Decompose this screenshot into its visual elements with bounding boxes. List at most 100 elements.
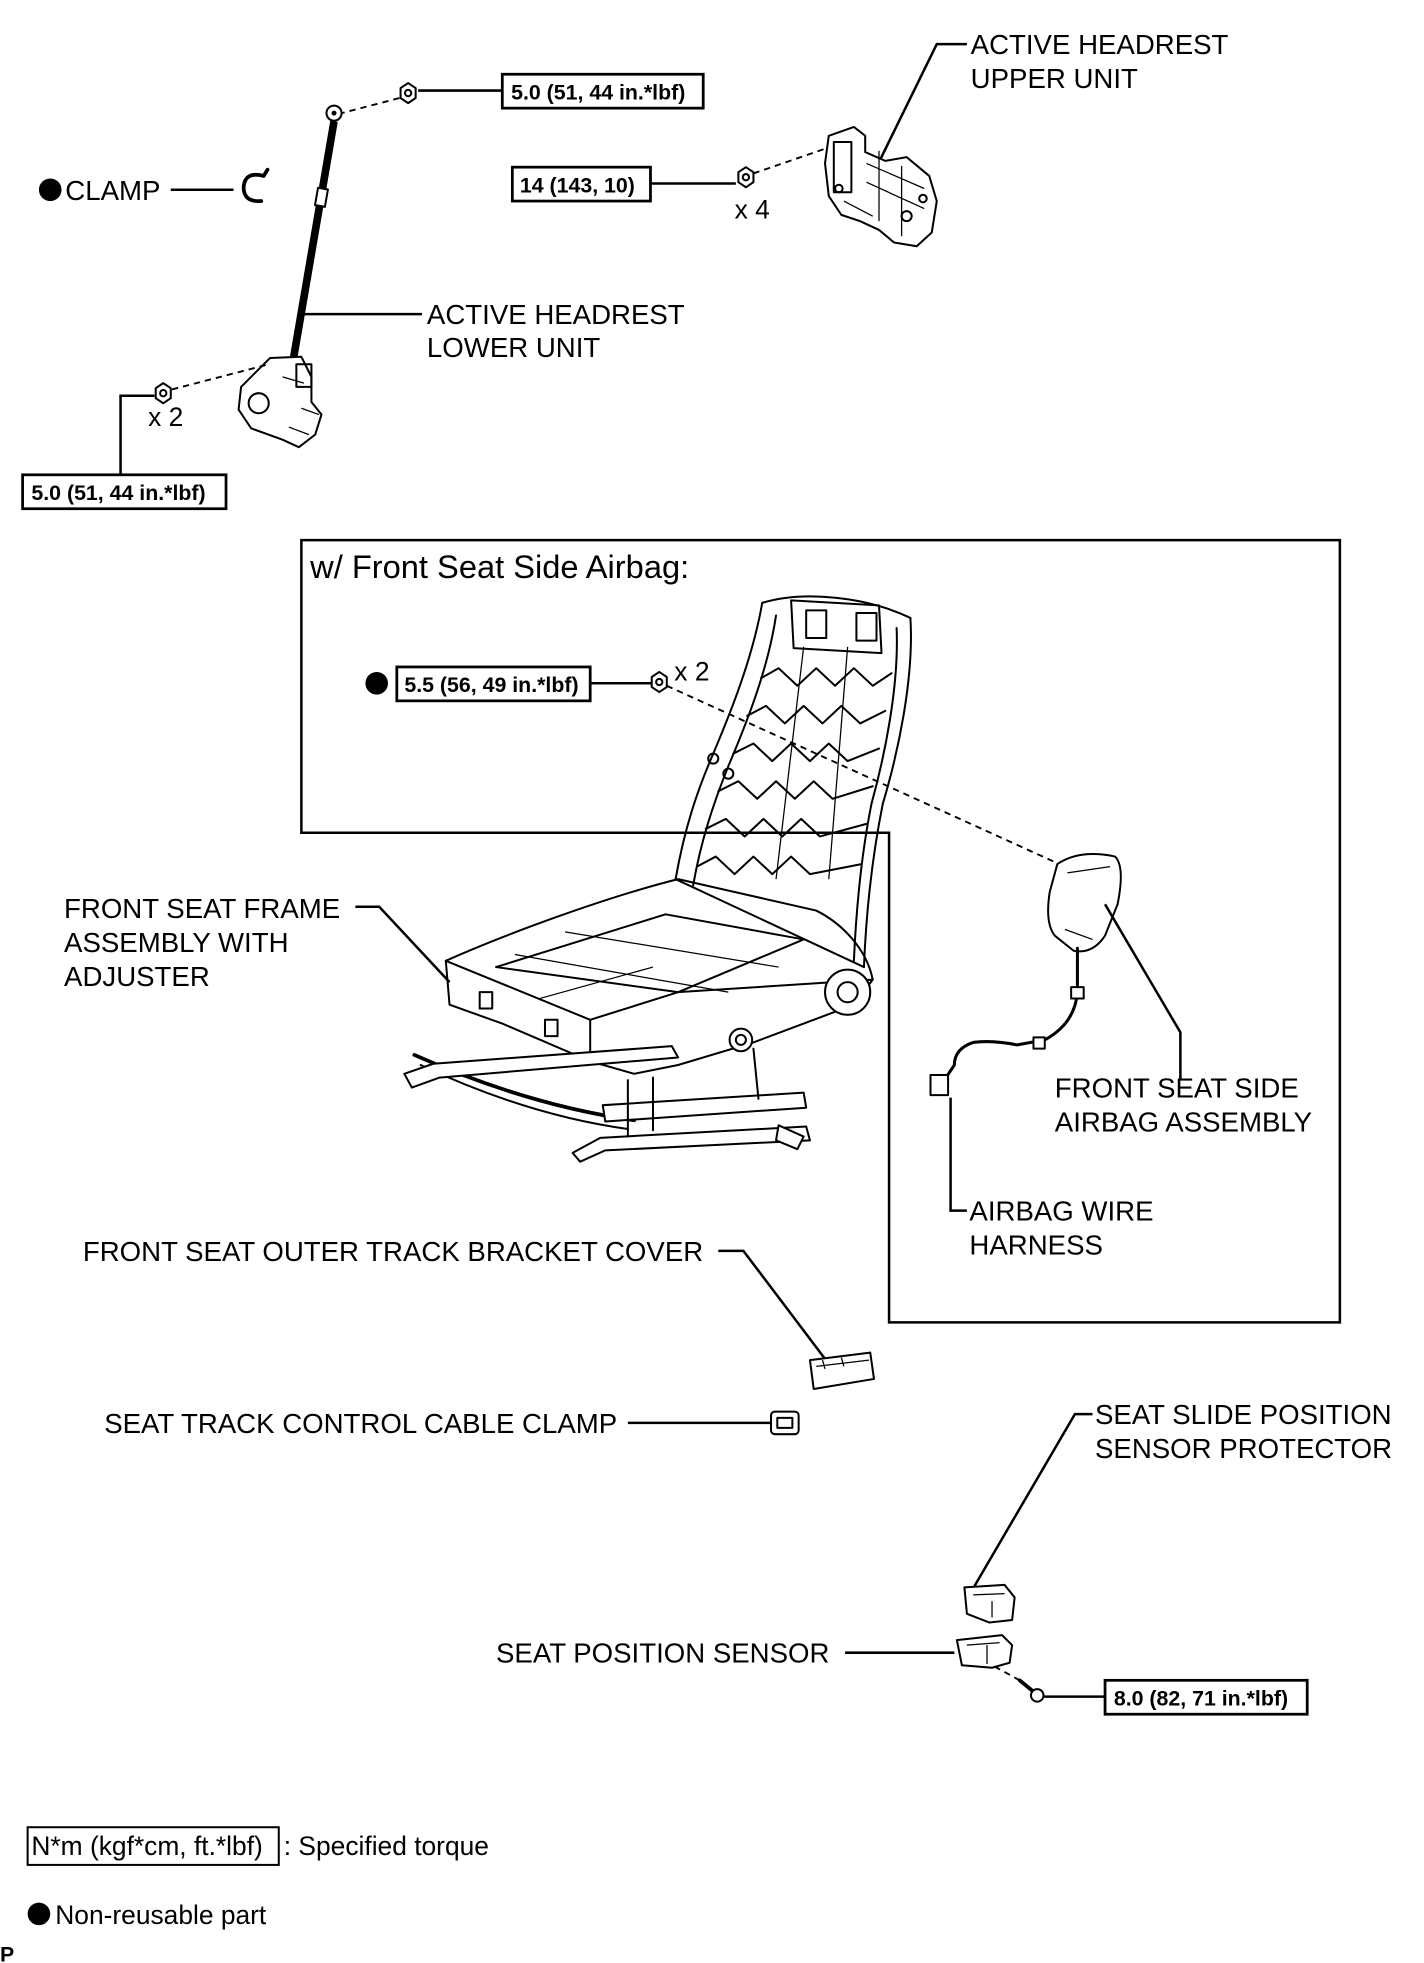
- track-bracket-cover-leader: [718, 1249, 827, 1360]
- legend-non-reusable: Non-reusable part: [55, 1900, 267, 1930]
- torque-callout-airbag-nuts: 5.5 (56, 49 in.*lbf): [365, 665, 652, 703]
- seat-back-right-rail: [862, 616, 912, 969]
- clamp-hook-icon: [241, 167, 270, 204]
- torque-box: [1103, 1678, 1309, 1716]
- track-bracket-cover-label: FRONT SEAT OUTER TRACK BRACKET COVER: [83, 1236, 703, 1267]
- seat-back-springs: [695, 646, 893, 880]
- position-sensor-label: SEAT POSITION SENSOR: [496, 1638, 829, 1669]
- height-adjust-knob-center: [734, 1033, 747, 1046]
- lower-unit-rod-mount: [295, 363, 313, 388]
- spring-wire: [759, 667, 893, 687]
- quantity-label: x 2: [148, 402, 183, 432]
- nut-hole: [403, 88, 413, 98]
- legend-torque-box: [26, 1826, 280, 1866]
- seat-frame-label-line2: ASSEMBLY WITH: [64, 927, 289, 958]
- nut-icon: [399, 82, 417, 105]
- upper-unit-nut: [737, 166, 755, 189]
- cable-clamp: [770, 1410, 800, 1436]
- headrest-lower-unit-label-line2: LOWER UNIT: [427, 332, 600, 363]
- sensor-protector-detail: [973, 1593, 1005, 1618]
- airbag-mount-hole: [722, 767, 735, 780]
- rod-upper-nut: [399, 82, 417, 105]
- nut-icon: [650, 670, 668, 694]
- headrest-guide-bracket: [805, 609, 828, 640]
- harness-connector: [929, 1074, 950, 1097]
- airbag-mount-hole: [707, 752, 720, 765]
- rod-nut-install-line: [341, 97, 400, 115]
- seat-frame-label-line1: FRONT SEAT FRAME: [64, 893, 340, 924]
- upper-unit-guide: [832, 141, 853, 194]
- harness-wire: [942, 946, 1079, 1082]
- nut-hole: [741, 173, 751, 182]
- torque-callout-upper-unit-nuts: 14 (143, 10) x 4: [510, 165, 770, 225]
- figure-code: P: [0, 1943, 14, 1963]
- seat-cushion-frame: [444, 878, 874, 1075]
- nut-hole: [655, 677, 664, 687]
- legend: N*m (kgf*cm, ft.*lbf) : Specified torque…: [26, 1826, 489, 1930]
- non-reusable-dot-icon: [365, 671, 389, 695]
- quantity-label: x 4: [735, 195, 770, 225]
- airbag-module-seam: [1064, 865, 1111, 941]
- seat-track-right: [571, 1125, 811, 1163]
- headrest-guide-bracket: [855, 611, 878, 642]
- side-airbag-label-line1: FRONT SEAT SIDE: [1055, 1073, 1299, 1104]
- torque-value: 14 (143, 10): [520, 173, 635, 197]
- cable-clamp-slot: [776, 1416, 794, 1429]
- airbag-wire-label-line2: HARNESS: [969, 1230, 1102, 1261]
- torque-callout-sensor-bolt: 8.0 (82, 71 in.*lbf): [1043, 1678, 1309, 1716]
- torque-value: 5.0 (51, 44 in.*lbf): [511, 80, 685, 104]
- track-bracket: [626, 1047, 760, 1138]
- seat-back-top-tube: [761, 595, 912, 619]
- inset-title: w/ Front Seat Side Airbag:: [309, 548, 689, 585]
- airbag-wire-label-line1: AIRBAG WIRE: [969, 1196, 1153, 1227]
- height-adjust-knob: [728, 1027, 754, 1053]
- headrest-upper-unit: [824, 125, 938, 248]
- track-bracket-cover-detail: [816, 1357, 870, 1370]
- bolt-head: [1029, 1688, 1045, 1703]
- clamp-callout: CLAMP: [38, 167, 270, 206]
- seat-frame-callout: FRONT SEAT FRAME ASSEMBLY WITH ADJUSTER: [64, 893, 451, 992]
- recliner-disc-center: [836, 981, 859, 1004]
- airbag-wire-harness: [929, 946, 1085, 1097]
- front-seat-side-airbag-assembly: [1047, 853, 1122, 953]
- bolt-shaft: [1017, 1678, 1036, 1694]
- cable-clamp-label: SEAT TRACK CONTROL CABLE CLAMP: [104, 1408, 617, 1439]
- seat-back-left-rail: [674, 601, 764, 881]
- headrest-rod: [288, 104, 343, 365]
- cushion-slot: [478, 991, 494, 1010]
- clamp-label: CLAMP: [65, 175, 160, 206]
- torque-callout-rod-nut: 5.0 (51, 44 in.*lbf): [418, 72, 705, 110]
- rod-sleeve: [313, 186, 329, 208]
- lower-unit-hole: [247, 392, 270, 415]
- legend-torque-description: : Specified torque: [284, 1831, 489, 1861]
- upper-unit-hole: [900, 210, 913, 223]
- non-reusable-dot-icon: [38, 178, 62, 202]
- lower-unit-nut-install-line: [171, 363, 269, 391]
- headrest-lower-unit: [237, 355, 323, 449]
- seat-back-right-inner-rail: [852, 627, 898, 962]
- airbag-module: [1047, 853, 1122, 953]
- legend-torque-unit: N*m (kgf*cm, ft.*lbf): [31, 1831, 262, 1861]
- recliner-disc: [824, 968, 872, 1016]
- sensor-bolt: [1017, 1678, 1045, 1703]
- seat-frame-label-line3: ADJUSTER: [64, 961, 210, 992]
- cushion-slot: [543, 1018, 559, 1038]
- headrest-upper-unit-callout: ACTIVE HEADREST UPPER UNIT: [875, 29, 1229, 168]
- seat-back-left-inner-rail: [692, 614, 778, 887]
- sensor-protector-callout: SEAT SLIDE POSITION SENSOR PROTECTOR: [963, 1399, 1392, 1624]
- upper-unit-hole: [834, 183, 844, 194]
- side-airbag-inset: w/ Front Seat Side Airbag: 5.5 (56, 49 i…: [300, 538, 1342, 1324]
- cable-clamp-callout: SEAT TRACK CONTROL CABLE CLAMP: [104, 1408, 800, 1439]
- spring-wire: [717, 780, 874, 800]
- seat-cushion-crossbar: [514, 931, 779, 1000]
- position-sensor-callout: SEAT POSITION SENSOR: [496, 1634, 1021, 1682]
- torque-value: 5.5 (56, 49 in.*lbf): [404, 673, 578, 697]
- seat-cushion-pan: [495, 913, 805, 994]
- nut-icon: [737, 166, 755, 189]
- lower-unit-nut: [154, 382, 172, 405]
- airbag-wire-leader: [949, 1097, 967, 1212]
- nut-hole: [159, 389, 168, 398]
- torque-box: [510, 165, 652, 203]
- headrest-lower-unit-callout: ACTIVE HEADREST LOWER UNIT: [301, 299, 685, 363]
